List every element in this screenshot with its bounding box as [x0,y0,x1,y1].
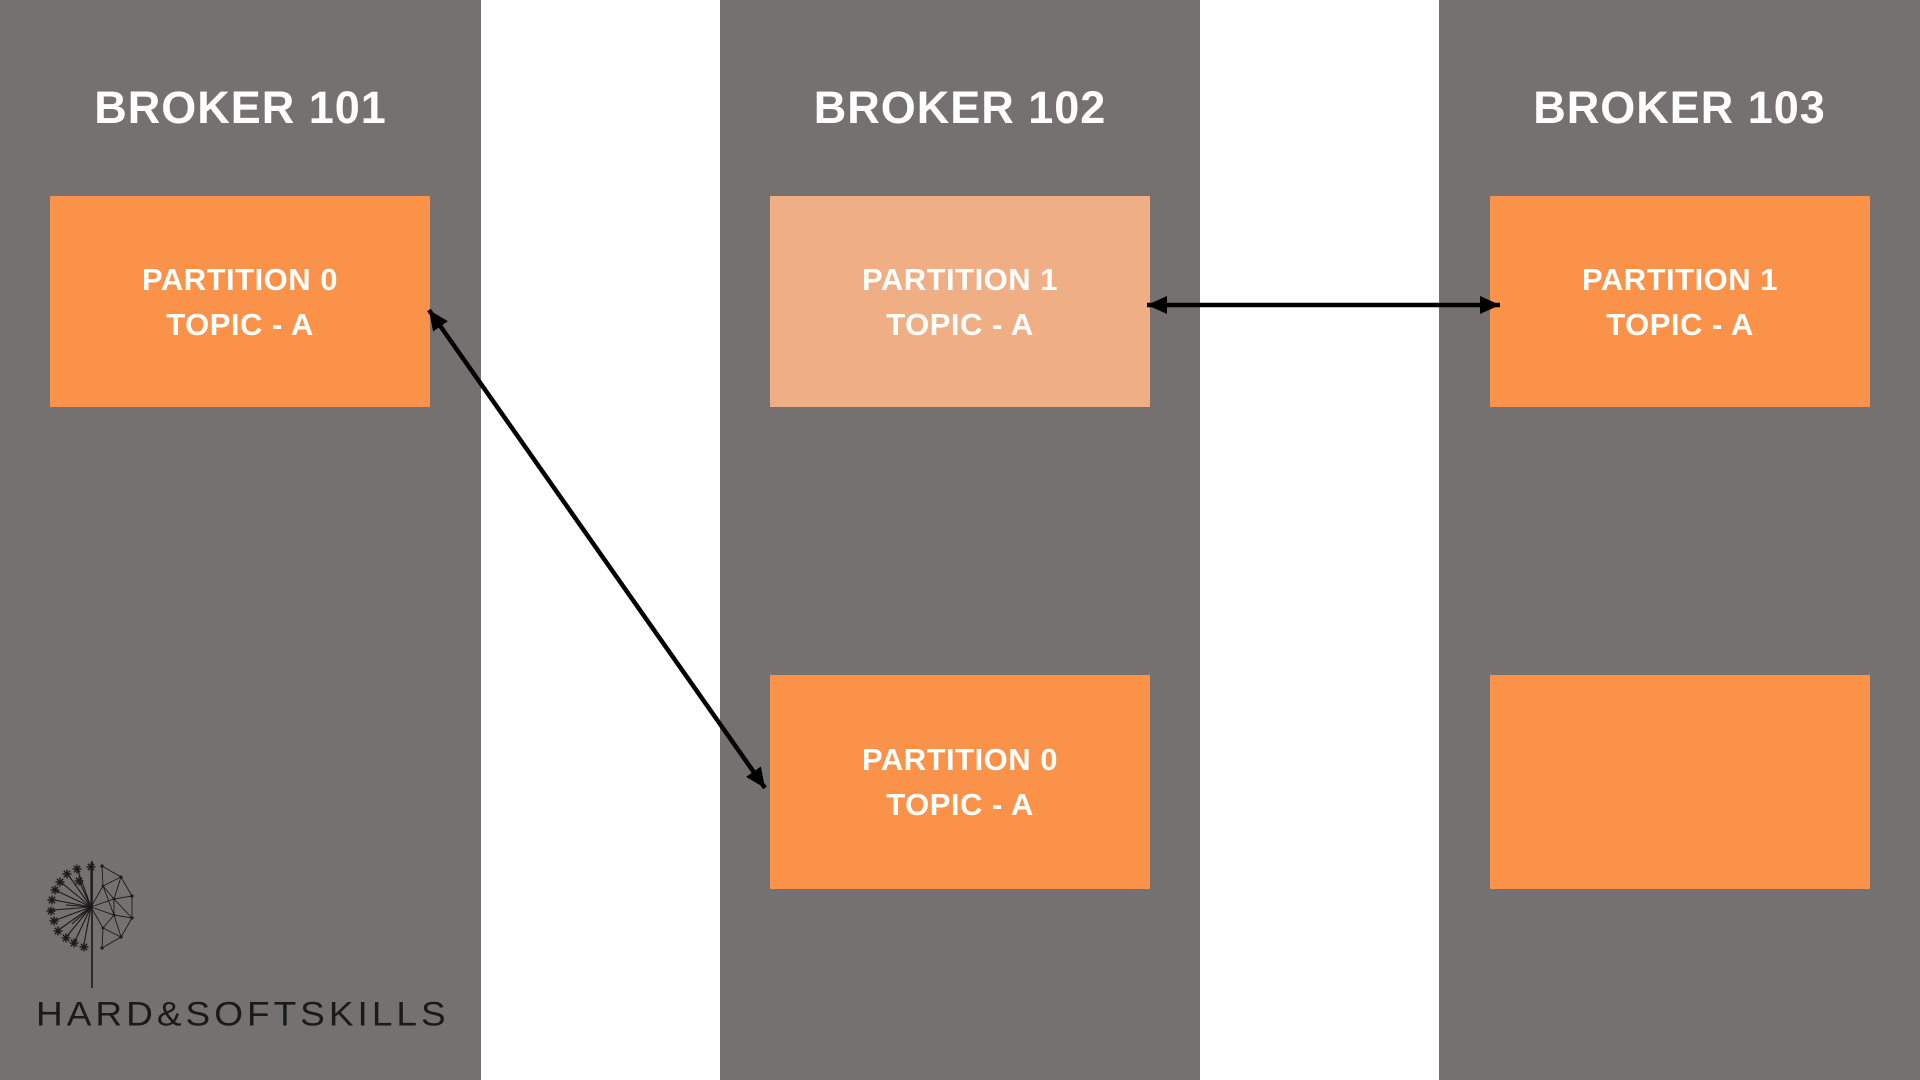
broker-column-102: BROKER 102 PARTITION 1 TOPIC - A PARTITI… [720,0,1200,1080]
partition-label-line1: PARTITION 0 [141,261,339,297]
hardandsoftskills-logo: HARD&SOFTSKILLS [28,845,458,1045]
partition-label-line2: TOPIC - A [166,306,314,342]
partition-label-line1: PARTITION 0 [861,742,1059,777]
logo-text: HARD&SOFTSKILLS [36,995,450,1033]
broker-101-title: BROKER 101 [94,82,387,133]
partition-label-line2: TOPIC - A [886,787,1034,822]
partition-label-line1: PARTITION 1 [1581,261,1779,297]
partition-label-line1: PARTITION 1 [861,261,1059,297]
broker-102-partition-1-box: PARTITION 1 TOPIC - A [770,196,1150,407]
broker-102-partition-0-box: PARTITION 0 TOPIC - A [770,675,1150,889]
partition-label-line2: TOPIC - A [1606,306,1754,342]
broker-102-title: BROKER 102 [813,82,1107,133]
broker-103-partition-1-box: PARTITION 1 TOPIC - A [1490,196,1870,407]
broker-column-101: BROKER 101 PARTITION 0 TOPIC - A [0,0,481,1080]
partition-label-line2: TOPIC - A [886,306,1034,342]
broker-column-103: BROKER 103 PARTITION 1 TOPIC - A [1439,0,1920,1080]
broker-101-partition-0-box: PARTITION 0 TOPIC - A [50,196,430,407]
broker-103-empty-partition-box [1490,675,1870,889]
dandelion-logo-icon [45,861,134,988]
broker-103-title: BROKER 103 [1533,82,1826,133]
